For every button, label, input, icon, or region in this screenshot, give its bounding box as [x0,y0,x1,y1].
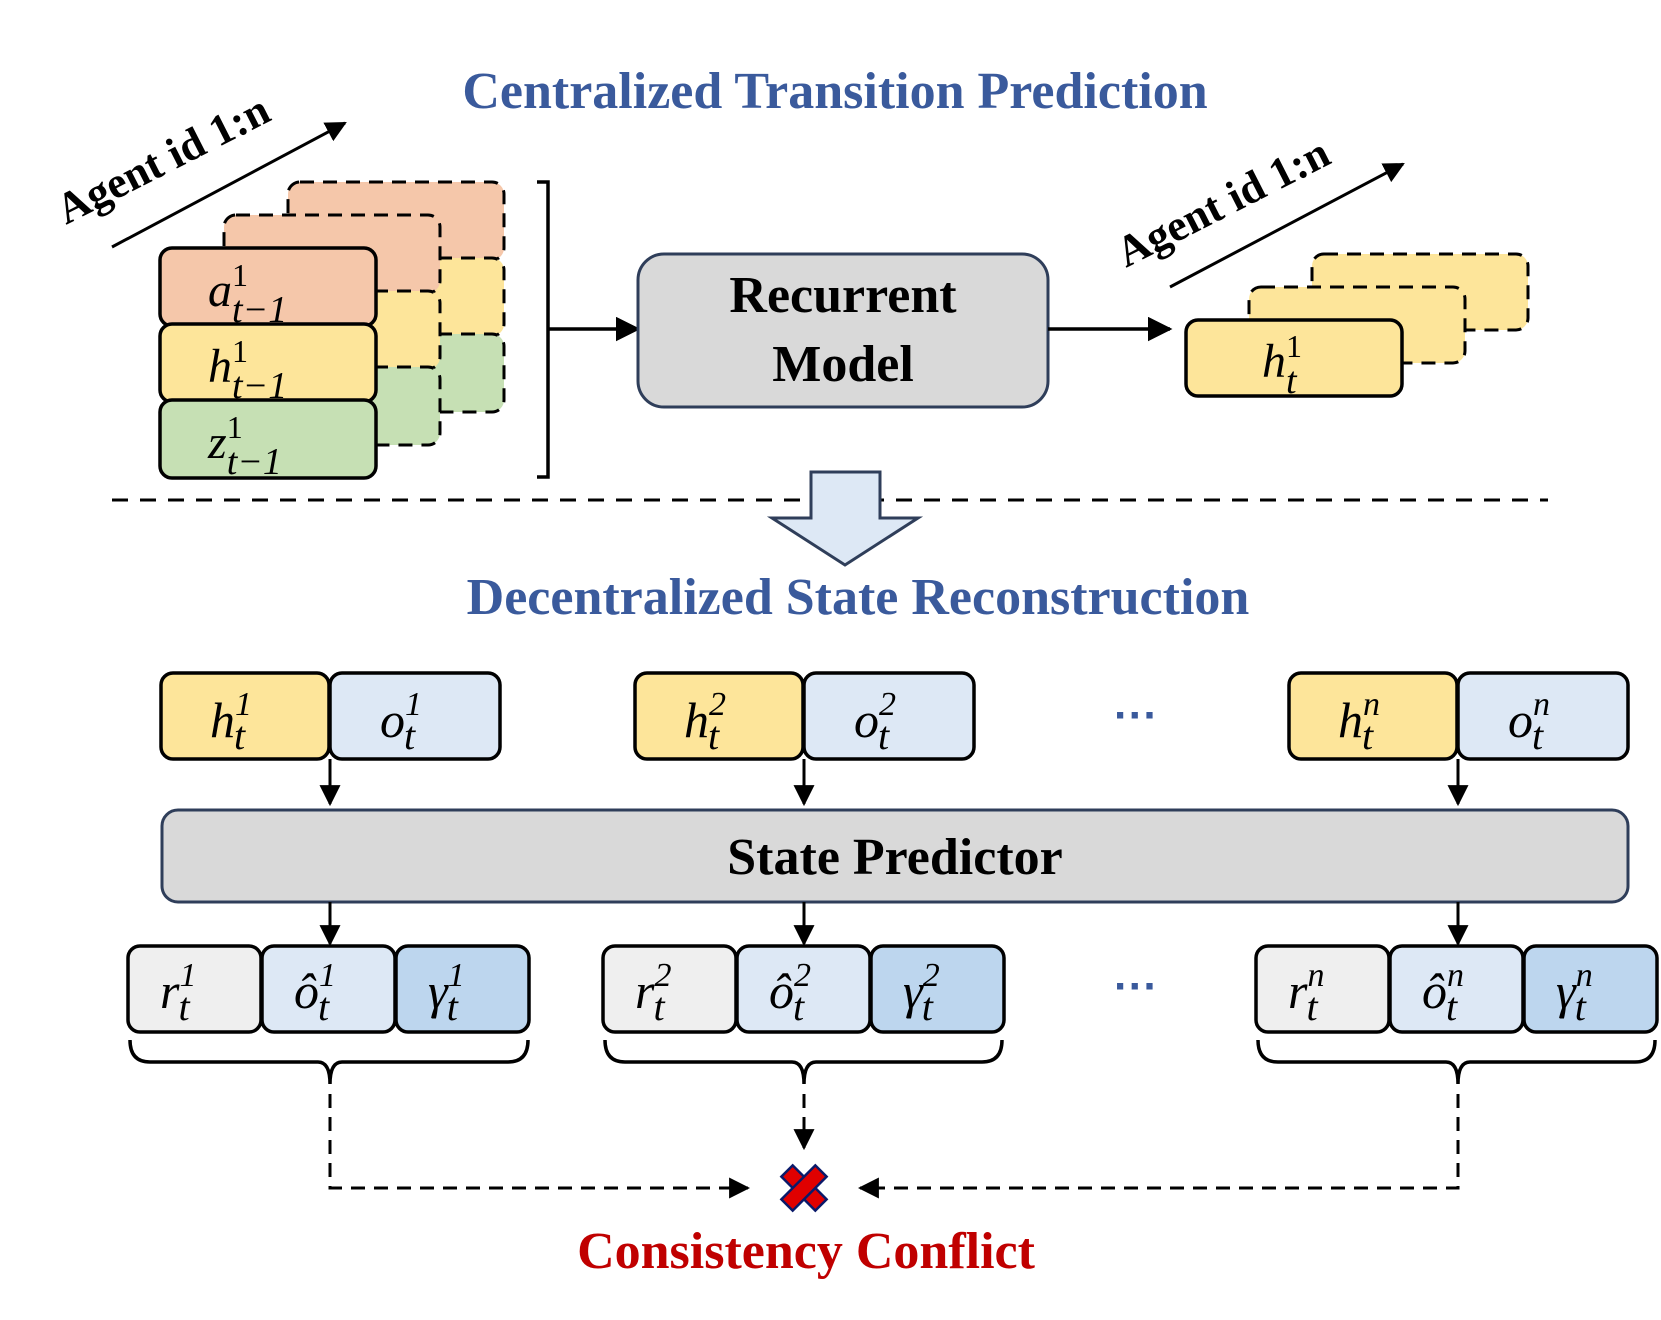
recurrent-model-line1: Recurrent [729,267,957,324]
svg-text:γ2t: γ2t [903,957,940,1029]
svg-text:hnt: hnt [1338,686,1380,758]
recurrent-model-line2: Model [772,336,914,393]
agent-axis-label-right: Agent id 1:n [1108,128,1337,277]
svg-text:γnt: γnt [1556,957,1593,1029]
conflict-label: Consistency Conflict [577,1223,1036,1280]
svg-text:ô2t: ô2t [769,957,811,1029]
title-decentralized: Decentralized State Reconstruction [467,569,1250,626]
svg-text:o1t: o1t [380,686,422,758]
recurrent-model-box: Recurrent Model [636,252,1050,409]
svg-text:rnt: rnt [1288,957,1324,1029]
svg-text:h2t: h2t [684,686,726,758]
transition-arrow [766,470,924,567]
svg-text:r2t: r2t [635,957,671,1029]
svg-text:o2t: o2t [854,686,896,758]
conflict-arrows [328,1094,1460,1199]
svg-text:r1t: r1t [160,957,196,1029]
predictor-input-arrows [319,759,1469,807]
state-predictor-box: State Predictor [160,808,1630,904]
agent-axis-arrow-right [1169,162,1405,289]
svg-text:γ1t: γ1t [428,957,465,1029]
output-braces [128,1039,1657,1085]
agent-axis-arrow-left [111,121,347,249]
predictor-output-arrows [319,902,1469,947]
agent-axis-label-left: Agent id 1:n [48,85,277,234]
title-centralized: Centralized Transition Prediction [462,63,1207,120]
svg-text:ônt: ônt [1422,957,1464,1029]
svg-text:h1t: h1t [210,686,252,758]
input-bracket [537,180,638,479]
ellipsis-outputs: ··· [1114,962,1158,1011]
conflict-cross-icon [779,1163,829,1213]
svg-text:z1t−1: z1t−1 [207,409,282,483]
state-predictor-label: State Predictor [727,829,1062,886]
svg-text:ont: ont [1508,686,1550,758]
svg-text:ô1t: ô1t [294,957,336,1029]
svg-text:h1t: h1t [1262,328,1302,402]
ellipsis-inputs: ··· [1114,691,1158,740]
